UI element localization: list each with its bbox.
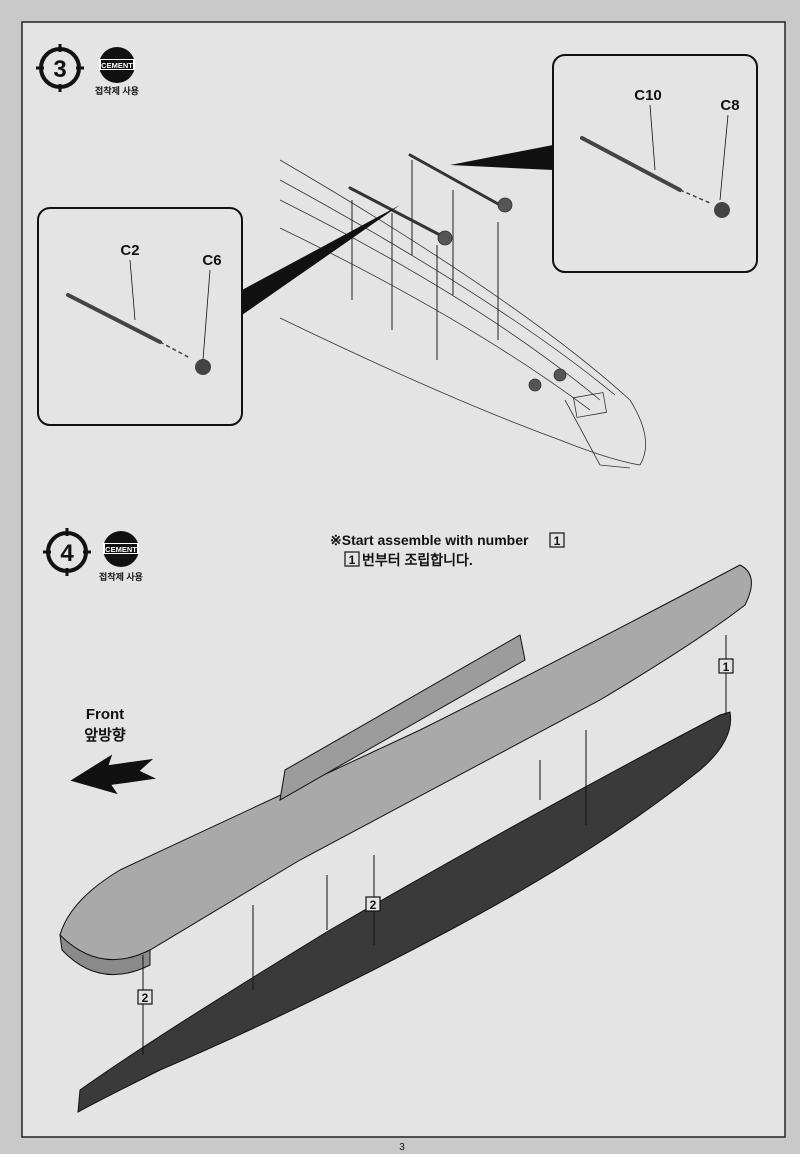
step-number: 4 — [60, 540, 74, 567]
callout-box-c10-c8: C10 C8 — [552, 54, 758, 273]
front-label-korean: 앞방향 — [84, 726, 126, 744]
order-label: 2 — [365, 896, 381, 912]
flight-deck-structure — [279, 634, 526, 801]
step-number-badge: 4 — [43, 528, 91, 576]
note-ref-number: 1 — [349, 553, 356, 567]
note-ref-number: 1 — [554, 534, 561, 548]
arrow-left-icon — [70, 754, 156, 795]
svg-text:2: 2 — [370, 898, 377, 912]
part-label-c2: C2 — [120, 242, 139, 259]
upper-hull-part — [59, 564, 752, 965]
note-korean: 번부터 조립합니다. — [362, 552, 473, 568]
step-4: 4 CEMENT 접착제 사용 ※Start assemble with num… — [43, 528, 752, 1113]
svg-text:1: 1 — [723, 660, 730, 674]
part-label-c8: C8 — [720, 97, 739, 114]
cement-label: CEMENT — [105, 545, 137, 554]
assembly-note: ※Start assemble with number 1 1 번부터 조립합니… — [330, 532, 565, 568]
order-label: 2 — [137, 989, 153, 1005]
cement-label: CEMENT — [101, 61, 133, 70]
lower-hull-part — [77, 711, 732, 1113]
cement-caption: 접착제 사용 — [95, 85, 139, 96]
front-direction-indicator: Front 앞방향 — [70, 706, 156, 795]
svg-text:2: 2 — [142, 991, 149, 1005]
callout-box-c2-c6: C2 C6 — [37, 207, 243, 426]
order-label: 1 — [718, 658, 734, 674]
callout-pointer — [450, 145, 553, 170]
page-number: 3 — [399, 1142, 405, 1153]
cement-icon: CEMENT 접착제 사용 — [95, 47, 139, 96]
note-english: ※Start assemble with number — [330, 532, 529, 548]
callout-pointer — [242, 205, 400, 315]
step-number: 3 — [53, 56, 66, 83]
step-3: 3 CEMENT 접착제 사용 — [36, 44, 758, 469]
part-label-c10: C10 — [634, 87, 662, 104]
cement-caption: 접착제 사용 — [99, 571, 143, 582]
front-label: Front — [86, 706, 124, 723]
cement-icon: CEMENT 접착제 사용 — [99, 531, 143, 582]
part-label-c6: C6 — [202, 252, 221, 269]
step-number-badge: 3 — [36, 44, 84, 92]
